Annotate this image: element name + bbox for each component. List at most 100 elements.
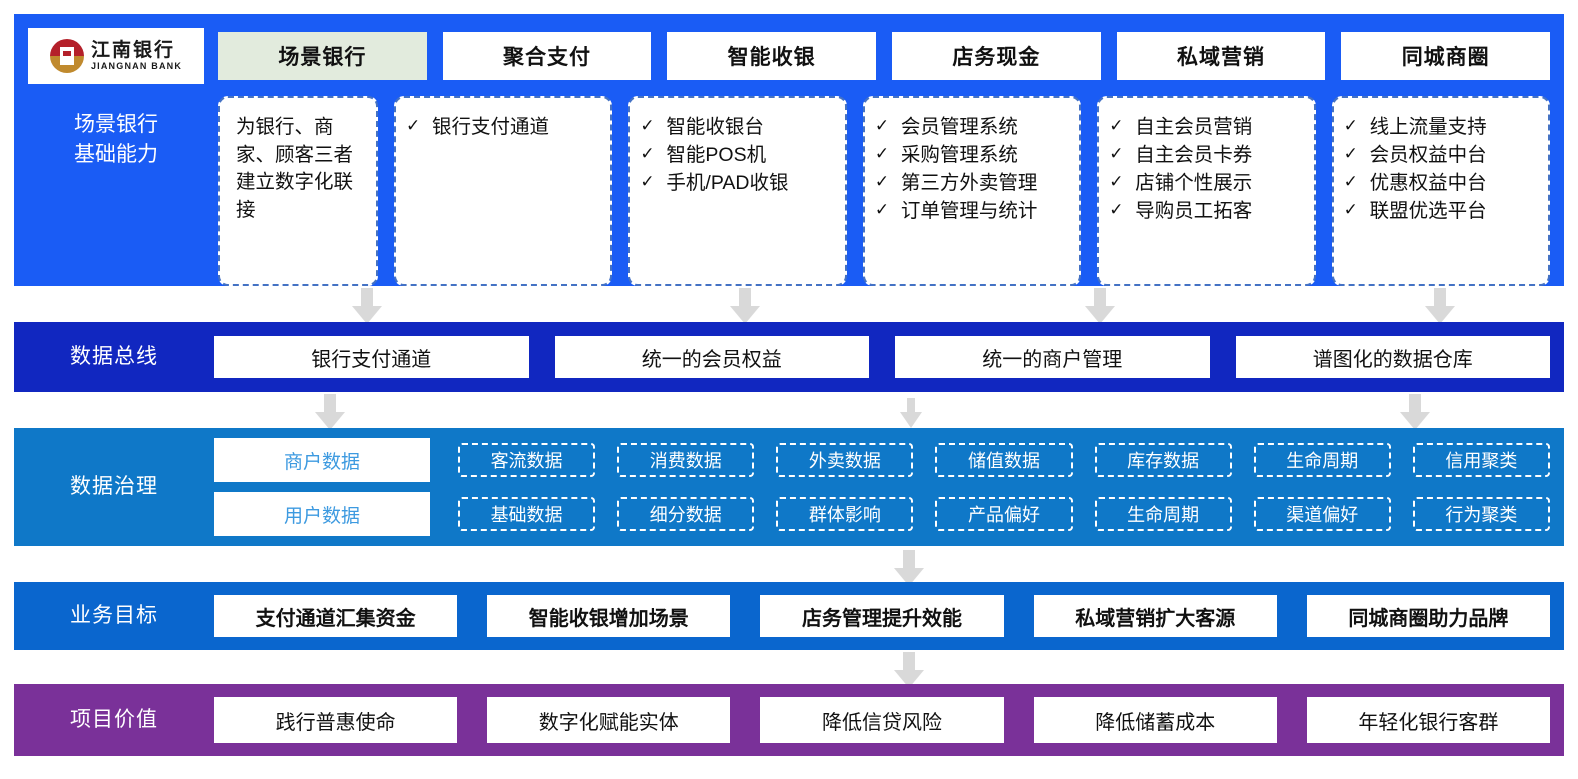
governance-tag[interactable]: 行为聚类 <box>1412 497 1550 531</box>
governance-tag[interactable]: 消费数据 <box>617 443 755 477</box>
tab-private-marketing[interactable]: 私域营销 <box>1116 32 1326 80</box>
check-icon: ✓ <box>874 199 890 219</box>
check-icon: ✓ <box>874 171 890 191</box>
value-inclusive-finance[interactable]: 践行普惠使命 <box>214 697 458 743</box>
data-bus-band: 数据总线 银行支付通道 统一的会员权益 统一的商户管理 谱图化的数据仓库 <box>14 322 1564 392</box>
governance-tag[interactable]: 储值数据 <box>935 443 1073 477</box>
flow-arrow-down-icon <box>900 398 922 428</box>
data-bus-item-merchant-management[interactable]: 统一的商户管理 <box>895 336 1210 378</box>
capability-card-scenario-bank: 为银行、商家、顾客三者建立数字化联接 <box>218 96 378 286</box>
list-item: ✓采购管理系统 <box>875 142 1069 169</box>
flow-arrow-down-icon <box>894 550 924 586</box>
data-governance-label: 数据治理 <box>70 475 158 499</box>
tab-local-business-circle[interactable]: 同城商圈 <box>1341 32 1551 80</box>
capability-card-text: 为银行、商家、顾客三者建立数字化联接 <box>236 116 354 222</box>
value-reduce-deposit-cost[interactable]: 降低储蓄成本 <box>1033 697 1277 743</box>
list-item: ✓自主会员营销 <box>1109 114 1303 141</box>
business-objectives-band: 业务目标 支付通道汇集资金 智能收银增加场景 店务管理提升效能 私域营销扩大客源… <box>14 582 1564 650</box>
capability-list: ✓自主会员营销 ✓自主会员卡券 ✓店铺个性展示 ✓导购员工拓客 <box>1109 114 1303 225</box>
capability-layer-label: 场景银行 基础能力 <box>28 110 204 171</box>
objective-store-management-efficiency[interactable]: 店务管理提升效能 <box>760 595 1004 637</box>
governance-pill-user-data[interactable]: 用户数据 <box>214 492 430 536</box>
list-item: ✓智能收银台 <box>640 114 834 141</box>
governance-tag[interactable]: 渠道偏好 <box>1253 497 1391 531</box>
governance-tag[interactable]: 库存数据 <box>1094 443 1232 477</box>
flow-arrow-down-icon <box>352 288 382 324</box>
data-bus-item-data-warehouse[interactable]: 谱图化的数据仓库 <box>1235 336 1550 378</box>
data-bus-label: 数据总线 <box>70 345 158 369</box>
bank-logo-text: 江南银行 JIANGNAN BANK <box>90 40 183 72</box>
governance-tag[interactable]: 客流数据 <box>458 443 596 477</box>
flow-arrow-down-icon <box>730 288 760 324</box>
governance-tag[interactable]: 群体影响 <box>776 497 914 531</box>
capability-list: ✓银行支付通道 <box>406 114 600 141</box>
check-icon: ✓ <box>640 171 655 191</box>
check-icon: ✓ <box>1109 171 1124 191</box>
governance-tag[interactable]: 细分数据 <box>617 497 755 531</box>
data-bus-item-payment-channel[interactable]: 银行支付通道 <box>214 336 529 378</box>
capability-card-smart-cashier: ✓智能收银台 ✓智能POS机 ✓手机/PAD收银 <box>628 96 847 286</box>
check-icon: ✓ <box>1343 171 1358 191</box>
check-icon: ✓ <box>1343 116 1358 135</box>
capability-list: ✓线上流量支持 ✓会员权益中台 ✓优惠权益中台 ✓联盟优选平台 <box>1344 114 1538 225</box>
bank-logo-icon <box>49 39 84 73</box>
data-governance-grid: 商户数据 客流数据 消费数据 外卖数据 储值数据 库存数据 生命周期 信用聚类 … <box>214 438 1564 536</box>
tab-scenario-bank[interactable]: 场景银行 <box>218 32 427 80</box>
check-icon: ✓ <box>406 116 421 135</box>
objective-smart-cashier-scenarios[interactable]: 智能收银增加场景 <box>487 595 731 637</box>
tab-aggregate-payment[interactable]: 聚合支付 <box>442 32 652 80</box>
objective-private-marketing-customers[interactable]: 私域营销扩大客源 <box>1033 595 1277 637</box>
governance-row-user: 用户数据 基础数据 细分数据 群体影响 产品偏好 生命周期 渠道偏好 行为聚类 <box>214 492 1550 536</box>
value-digital-empowerment[interactable]: 数字化赋能实体 <box>487 697 731 743</box>
capability-card-store-cash: ✓会员管理系统 ✓采购管理系统 ✓第三方外卖管理 ✓订单管理与统计 <box>862 96 1082 286</box>
data-bus-item-member-benefits[interactable]: 统一的会员权益 <box>554 336 869 378</box>
capability-layer-label-line1: 场景银行 <box>74 113 158 136</box>
capability-card-private-marketing: ✓自主会员营销 ✓自主会员卡券 ✓店铺个性展示 ✓导购员工拓客 <box>1097 96 1316 286</box>
governance-tag[interactable]: 产品偏好 <box>935 497 1073 531</box>
project-value-label: 项目价值 <box>70 708 158 732</box>
capability-list: ✓智能收银台 ✓智能POS机 ✓手机/PAD收银 <box>640 114 834 197</box>
tab-smart-cashier[interactable]: 智能收银 <box>667 32 877 80</box>
business-objectives-items: 支付通道汇集资金 智能收银增加场景 店务管理提升效能 私域营销扩大客源 同城商圈… <box>214 595 1564 637</box>
objective-business-circle-brand[interactable]: 同城商圈助力品牌 <box>1306 595 1551 637</box>
list-item: ✓线上流量支持 <box>1344 114 1538 141</box>
check-icon: ✓ <box>1343 143 1358 163</box>
list-item: ✓第三方外卖管理 <box>875 170 1069 197</box>
capability-card-aggregate-payment: ✓银行支付通道 <box>394 96 613 286</box>
flow-arrow-down-icon <box>1085 288 1115 324</box>
flow-arrow-down-icon <box>1425 288 1455 324</box>
check-icon: ✓ <box>1343 199 1358 219</box>
bank-name-en: JIANGNAN BANK <box>90 60 183 71</box>
value-reduce-credit-risk[interactable]: 降低信贷风险 <box>760 697 1004 743</box>
data-governance-band: 数据治理 商户数据 客流数据 消费数据 外卖数据 储值数据 库存数据 生命周期 … <box>14 428 1564 546</box>
bank-logo: 江南银行 JIANGNAN BANK <box>28 28 204 84</box>
check-icon: ✓ <box>1109 199 1124 219</box>
governance-tag[interactable]: 生命周期 <box>1253 443 1391 477</box>
flow-arrow-down-icon <box>894 652 924 688</box>
list-item: ✓会员管理系统 <box>875 114 1069 141</box>
capability-list: ✓会员管理系统 ✓采购管理系统 ✓第三方外卖管理 ✓订单管理与统计 <box>875 114 1069 225</box>
capability-card-row: 为银行、商家、顾客三者建立数字化联接 ✓银行支付通道 ✓智能收银台 ✓智能POS… <box>218 96 1551 286</box>
check-icon: ✓ <box>640 116 655 135</box>
tab-store-cash[interactable]: 店务现金 <box>892 32 1101 80</box>
list-item: ✓店铺个性展示 <box>1109 170 1303 197</box>
governance-tag[interactable]: 信用聚类 <box>1412 443 1550 477</box>
value-younger-customers[interactable]: 年轻化银行客群 <box>1306 697 1551 743</box>
governance-pill-merchant-data[interactable]: 商户数据 <box>214 438 430 482</box>
governance-tag[interactable]: 生命周期 <box>1094 497 1232 531</box>
check-icon: ✓ <box>874 143 890 163</box>
flow-arrow-down-icon <box>1400 394 1430 430</box>
governance-row-merchant: 商户数据 客流数据 消费数据 外卖数据 储值数据 库存数据 生命周期 信用聚类 <box>214 438 1550 482</box>
check-icon: ✓ <box>874 116 890 135</box>
project-value-band: 项目价值 践行普惠使命 数字化赋能实体 降低信贷风险 降低储蓄成本 年轻化银行客… <box>14 684 1564 756</box>
list-item: ✓联盟优选平台 <box>1344 198 1538 225</box>
flow-arrow-down-icon <box>315 394 345 430</box>
list-item: ✓订单管理与统计 <box>875 198 1069 225</box>
list-item: ✓会员权益中台 <box>1344 142 1538 169</box>
objective-payment-funds[interactable]: 支付通道汇集资金 <box>214 595 458 637</box>
business-objectives-label: 业务目标 <box>70 604 158 628</box>
governance-tag[interactable]: 基础数据 <box>458 497 596 531</box>
project-value-items: 践行普惠使命 数字化赋能实体 降低信贷风险 降低储蓄成本 年轻化银行客群 <box>214 697 1564 743</box>
governance-tag[interactable]: 外卖数据 <box>776 443 914 477</box>
